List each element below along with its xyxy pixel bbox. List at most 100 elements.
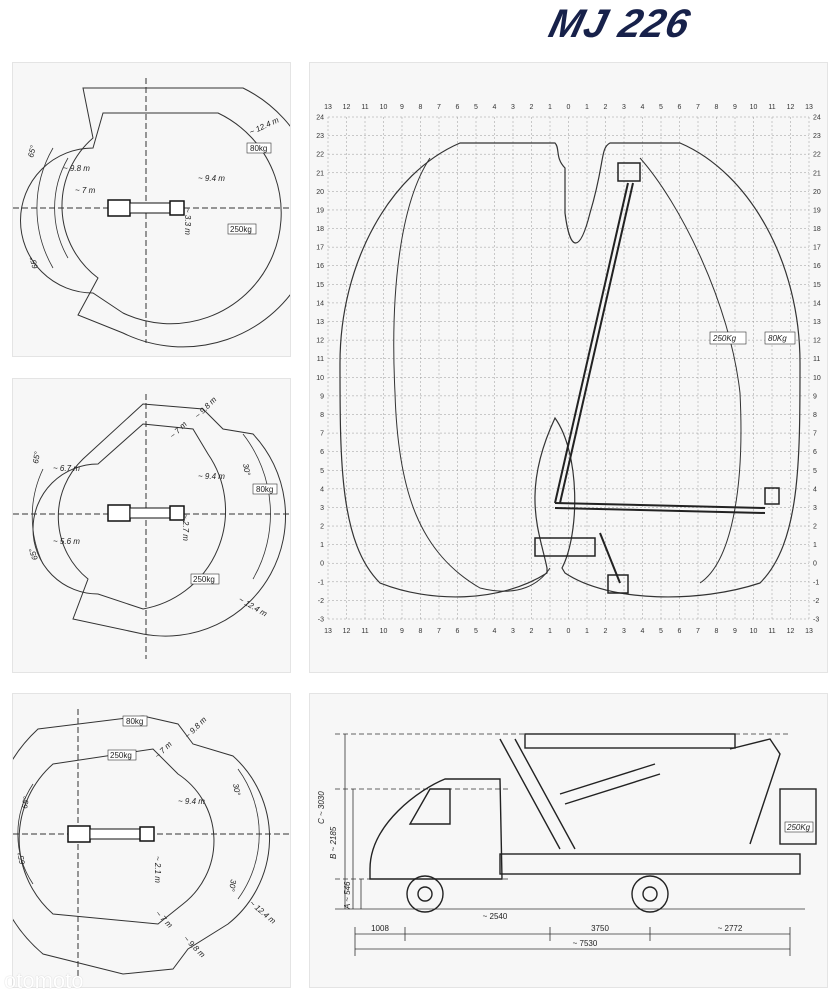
dim-cab-label: ~ 2540 xyxy=(483,912,508,921)
x-tick-label: 10 xyxy=(380,104,388,111)
y-tick-label: 19 xyxy=(813,207,821,214)
x-tick-label: 7 xyxy=(437,628,441,635)
y-tick-label: 15 xyxy=(813,282,821,289)
x-tick-label: 9 xyxy=(733,104,737,111)
y-tick-label: 23 xyxy=(316,133,324,140)
basket-load-label: 250Kg xyxy=(786,823,811,832)
y-tick-label: 18 xyxy=(316,226,324,233)
x-tick-label: 6 xyxy=(456,628,460,635)
x-tick-label: 13 xyxy=(805,628,813,635)
angle-right-upper: 30° xyxy=(231,783,242,797)
x-tick-label: 13 xyxy=(324,104,332,111)
x-tick-label: 0 xyxy=(567,628,571,635)
y-tick-label: 0 xyxy=(320,561,324,568)
y-tick-label: 4 xyxy=(813,486,817,493)
radius-side-lower: ~ 5.6 m xyxy=(53,537,80,546)
working-envelope-outer xyxy=(339,142,801,598)
load-big-label: 250kg xyxy=(110,751,132,760)
y-tick-label: 22 xyxy=(316,152,324,159)
x-tick-label: 13 xyxy=(805,104,813,111)
y-tick-label: 5 xyxy=(813,468,817,475)
x-tick-label: 3 xyxy=(622,104,626,111)
y-tick-label: 16 xyxy=(316,263,324,270)
x-tick-label: 4 xyxy=(493,628,497,635)
x-tick-label: 10 xyxy=(750,628,758,635)
dim-total-label: ~ 7530 xyxy=(573,939,598,948)
radius-outer: ~ 12.4 m xyxy=(248,115,281,137)
load-big-label: 250Kg xyxy=(712,334,737,343)
y-tick-label: 7 xyxy=(813,431,817,438)
radius-inner: ~ 7 m xyxy=(75,186,96,195)
y-tick-label: 9 xyxy=(320,393,324,400)
y-tick-label: 3 xyxy=(813,505,817,512)
height-b-label: B ~ 2185 xyxy=(329,826,338,859)
y-tick-label: 1 xyxy=(813,542,817,549)
x-tick-label: 9 xyxy=(400,628,404,635)
y-tick-label: 13 xyxy=(316,319,324,326)
y-tick-label: -1 xyxy=(813,579,819,586)
truck-side-view: 250Kg C ~ 3030 B ~ 2185 A ~ 546 1008 ~ 2… xyxy=(309,693,828,988)
radius-mid: ~ 9.8 m xyxy=(193,395,219,421)
y-tick-label: 17 xyxy=(813,245,821,252)
radius-min: ~ 2.1 m xyxy=(153,856,162,883)
radius-side-upper: ~ 6.7 m xyxy=(53,464,80,473)
x-tick-label: 10 xyxy=(750,104,758,111)
y-tick-label: 10 xyxy=(316,375,324,382)
y-tick-label: -3 xyxy=(318,617,324,624)
x-tick-label: 1 xyxy=(585,628,589,635)
x-tick-label: 0 xyxy=(567,104,571,111)
radius-front: ~ 9.4 m xyxy=(198,472,225,481)
dim-rear-label: ~ 2772 xyxy=(718,924,743,933)
load-big-label: 250kg xyxy=(230,225,252,234)
radius-min: ~ 3.3 m xyxy=(183,208,192,235)
x-tick-label: 11 xyxy=(361,628,368,635)
radius-mid-lower: ~ 9.8 m xyxy=(182,934,208,960)
y-tick-label: 20 xyxy=(813,189,821,196)
angle-upper: 65° xyxy=(26,144,38,159)
y-tick-label: 22 xyxy=(813,152,821,159)
x-tick-label: 1 xyxy=(585,104,589,111)
x-tick-label: 11 xyxy=(768,628,775,635)
x-tick-label: 8 xyxy=(419,628,423,635)
truck-top-icon xyxy=(67,825,155,843)
x-tick-label: 3 xyxy=(622,628,626,635)
y-tick-label: 7 xyxy=(320,431,324,438)
y-tick-label: 19 xyxy=(316,207,324,214)
x-tick-label: 2 xyxy=(604,104,608,111)
radius-inner: ~ 7 m xyxy=(168,420,189,441)
y-tick-label: 15 xyxy=(316,282,324,289)
x-tick-label: 9 xyxy=(400,104,404,111)
y-tick-label: 16 xyxy=(813,263,821,270)
y-tick-label: -2 xyxy=(318,598,324,605)
y-tick-label: 6 xyxy=(813,449,817,456)
x-tick-label: 8 xyxy=(715,628,719,635)
boom-raised xyxy=(554,162,641,504)
load-small-label: 80kg xyxy=(256,485,273,494)
y-tick-label: 8 xyxy=(813,412,817,419)
x-tick-label: 6 xyxy=(678,104,682,111)
y-tick-label: 1 xyxy=(320,542,324,549)
radius-inner-upper: ~ 7 m xyxy=(153,740,174,761)
outreach-diagram-top: 65° 65° ~ 9.8 m ~ 7 m ~ 9.4 m ~ 3.3 m ~ … xyxy=(12,62,291,357)
truck-top-icon xyxy=(107,504,185,522)
y-tick-label: 4 xyxy=(320,486,324,493)
y-tick-label: 21 xyxy=(316,170,324,177)
x-tick-label: 4 xyxy=(641,104,645,111)
x-tick-label: 11 xyxy=(768,104,775,111)
y-tick-label: 8 xyxy=(320,412,324,419)
y-tick-label: 14 xyxy=(316,300,324,307)
x-tick-label: 1 xyxy=(548,104,552,111)
brand-logo: MJ 226 xyxy=(544,2,696,46)
y-tick-label: 10 xyxy=(813,375,821,382)
y-tick-label: 5 xyxy=(320,468,324,475)
dim-front-label: 1008 xyxy=(371,924,389,933)
load-small-label: 80Kg xyxy=(768,334,787,343)
x-tick-label: 12 xyxy=(343,628,351,635)
x-tick-label: 8 xyxy=(419,104,423,111)
x-tick-label: 2 xyxy=(604,628,608,635)
x-tick-label: 4 xyxy=(641,628,645,635)
angle-lower: 65° xyxy=(27,546,40,561)
x-tick-label: 7 xyxy=(696,104,700,111)
x-tick-label: 5 xyxy=(474,628,478,635)
